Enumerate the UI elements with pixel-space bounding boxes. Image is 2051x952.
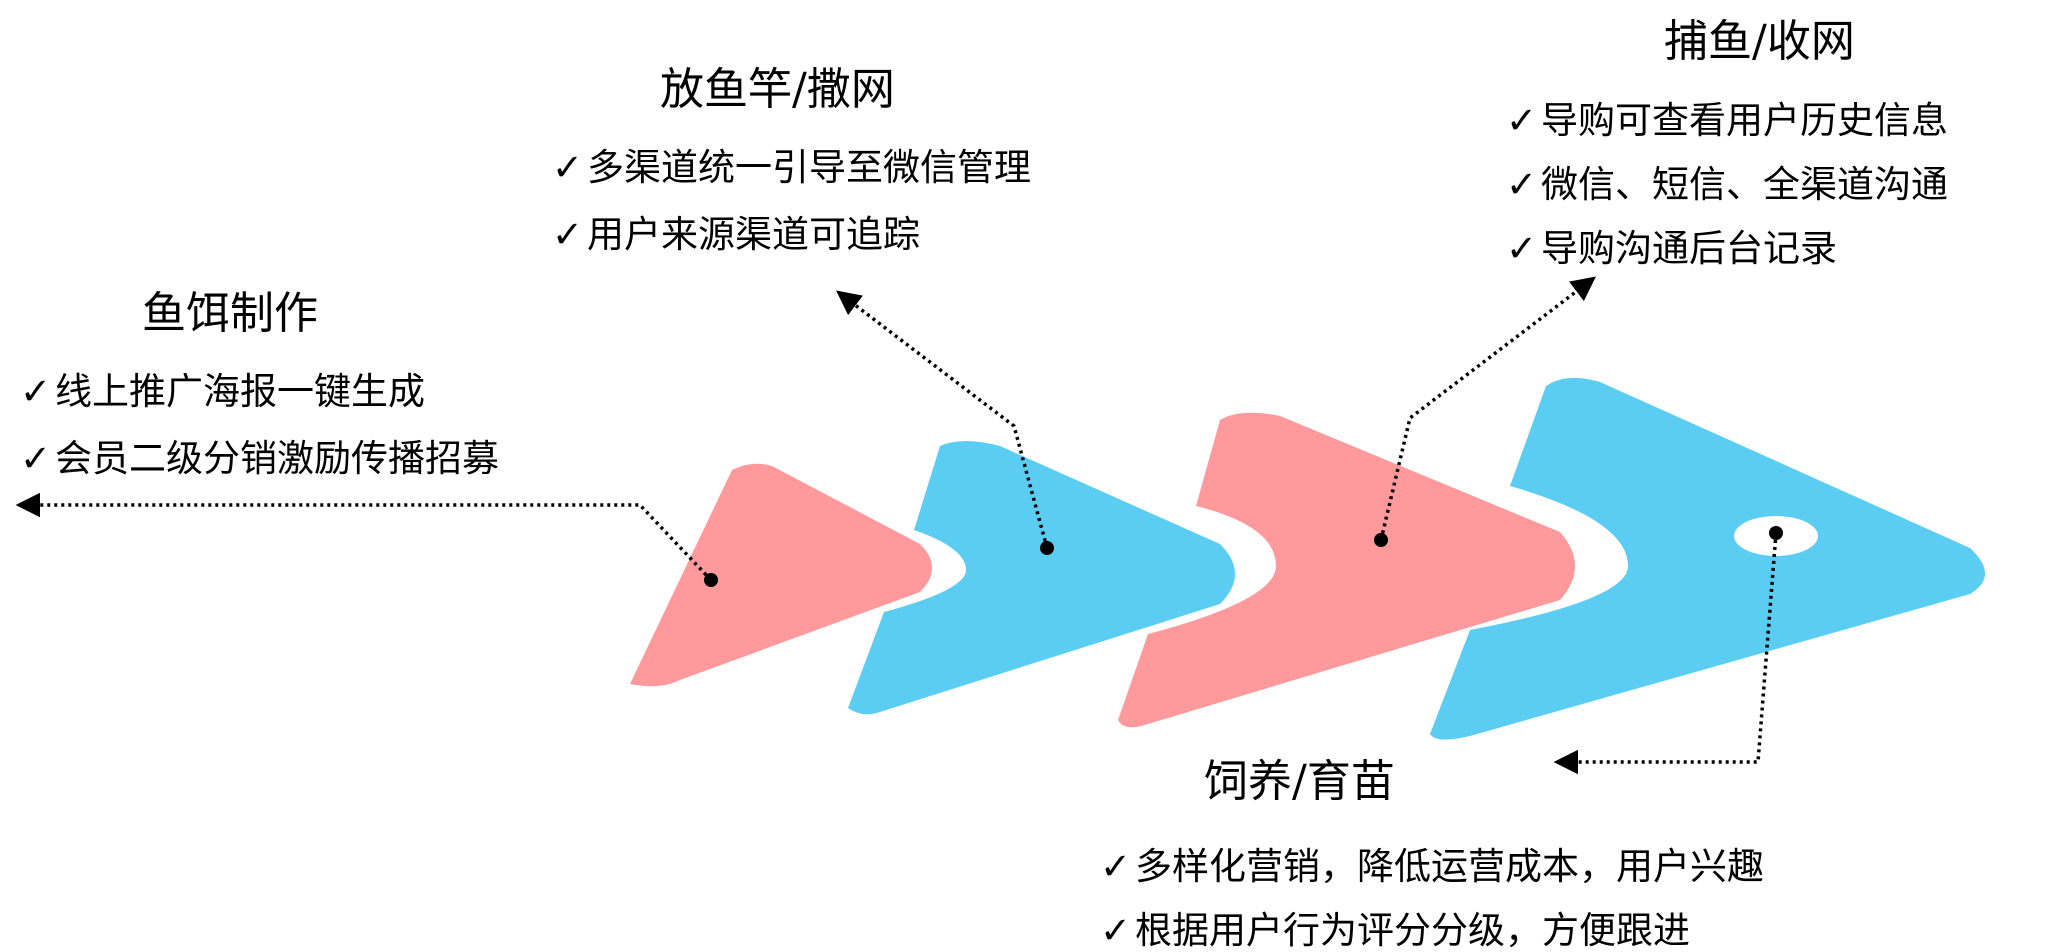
bait-stage-shape	[630, 463, 932, 687]
bait-connector-line	[15, 492, 713, 582]
cast-stage-shape	[848, 441, 1235, 715]
check-icon: ✓	[1100, 909, 1132, 952]
cast-heading: 放鱼竿/撒网	[660, 64, 895, 115]
catch-item-1: ✓导购可查看用户历史信息	[1506, 99, 1949, 142]
bait-heading: 鱼饵制作	[142, 288, 318, 339]
catch-stage-shape	[1118, 412, 1575, 728]
feed-anchor-dot	[1769, 526, 1783, 540]
check-icon: ✓	[1506, 99, 1538, 142]
catch-heading: 捕鱼/收网	[1664, 16, 1855, 67]
feed-item-2: ✓根据用户行为评分分级，方便跟进	[1100, 909, 1691, 952]
bait-item-1: ✓线上推广海报一键生成	[20, 370, 426, 413]
check-icon: ✓	[552, 146, 584, 189]
check-icon: ✓	[20, 370, 52, 413]
feed-item-1: ✓多样化营销，降低运营成本，用户兴趣	[1100, 845, 1765, 888]
check-icon: ✓	[1100, 845, 1132, 888]
feed-heading: 饲养/育苗	[1204, 756, 1395, 807]
check-icon: ✓	[1506, 227, 1538, 270]
catch-item-2: ✓微信、短信、全渠道沟通	[1506, 163, 1949, 206]
bait-anchor-dot	[704, 573, 718, 587]
feed-connector-line	[1553, 532, 1778, 775]
catch-anchor-dot	[1374, 533, 1388, 547]
check-icon: ✓	[1506, 163, 1538, 206]
cast-item-1: ✓多渠道统一引导至微信管理	[552, 146, 1032, 189]
cast-item-2: ✓用户来源渠道可追踪	[552, 213, 921, 256]
cast-connector-line	[836, 290, 1049, 549]
catch-item-3: ✓导购沟通后台记录	[1506, 227, 1838, 270]
bait-item-2: ✓会员二级分销激励传播招募	[20, 437, 500, 480]
feed-stage-shape	[1430, 377, 1985, 740]
cast-anchor-dot	[1040, 541, 1054, 555]
check-icon: ✓	[20, 437, 52, 480]
check-icon: ✓	[552, 213, 584, 256]
